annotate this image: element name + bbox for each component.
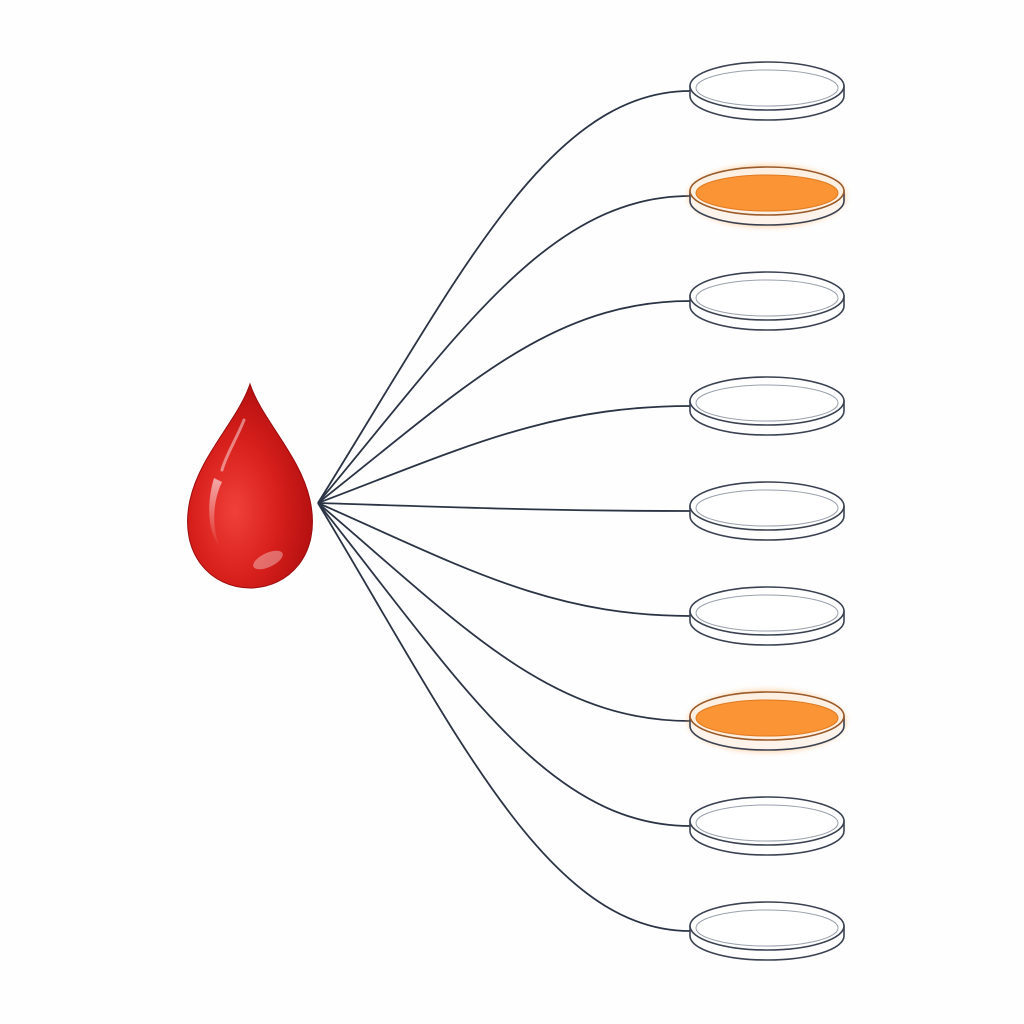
petri-dish-column <box>688 61 846 961</box>
petri-dish <box>688 690 846 752</box>
petri-dish <box>688 165 846 227</box>
dish-interior <box>695 384 839 422</box>
culture-medium <box>695 699 839 737</box>
dish-interior <box>695 279 839 317</box>
petri-dish <box>689 61 845 121</box>
blood-drop-icon <box>187 382 313 589</box>
petri-dish <box>689 481 845 541</box>
connector-line <box>317 195 691 504</box>
petri-dish <box>689 586 845 646</box>
dish-interior <box>695 69 839 107</box>
petri-dish <box>689 271 845 331</box>
petri-dish <box>689 376 845 436</box>
dish-interior <box>695 489 839 527</box>
culture-medium <box>695 174 839 212</box>
petri-dish <box>689 796 845 856</box>
connector-line <box>317 502 691 512</box>
petri-dish <box>689 901 845 961</box>
connector-line <box>317 502 691 932</box>
connector-line <box>317 502 691 722</box>
connector-line <box>317 502 691 827</box>
connector-lines <box>317 90 691 932</box>
dish-interior <box>695 909 839 947</box>
connector-line <box>317 502 691 617</box>
dish-interior <box>695 594 839 632</box>
connector-line <box>317 300 691 504</box>
connector-line <box>317 90 691 504</box>
connector-line <box>317 405 691 504</box>
dish-interior <box>695 804 839 842</box>
